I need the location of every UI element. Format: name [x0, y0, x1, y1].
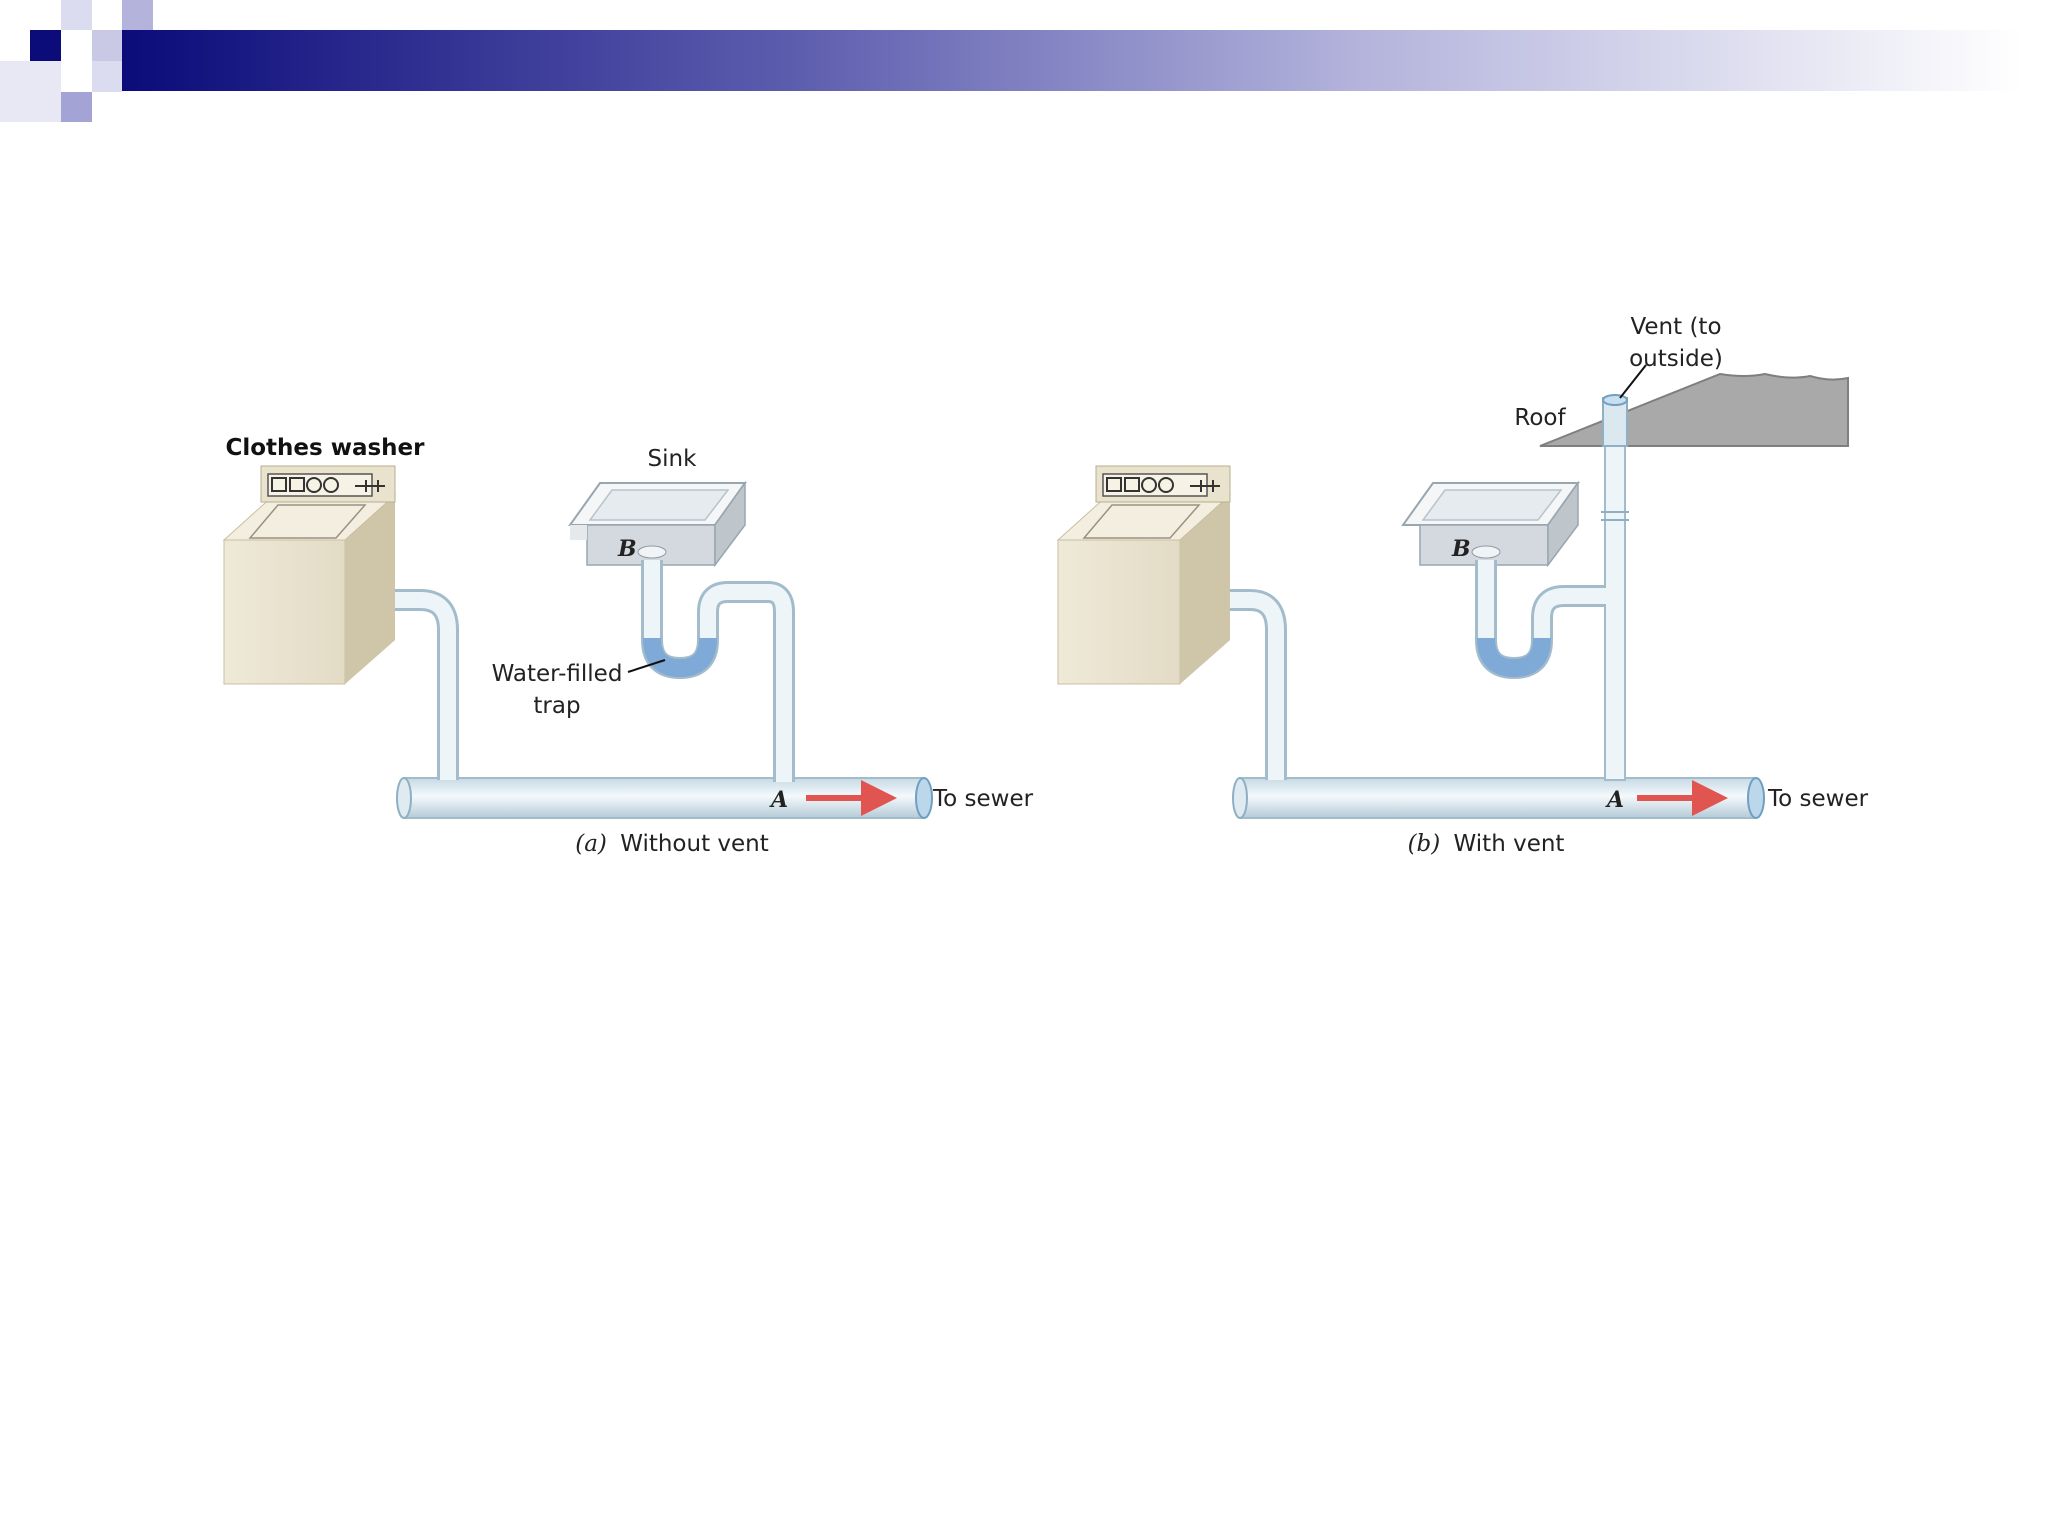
caption-a-letter: (a) — [575, 831, 607, 857]
clothes-washer-a — [222, 465, 397, 685]
water-in-trap-b — [1477, 637, 1551, 678]
panel-b: Vent (to outside) Roof B A To sewer (b) … — [1056, 314, 1869, 857]
vent-label-line2: outside) — [1629, 346, 1723, 372]
pipe-end-right-a — [915, 777, 933, 819]
trap-label-line1: Water-filled — [492, 661, 623, 687]
trap-leader-line — [627, 659, 666, 673]
sewer-label-b: To sewer — [1767, 786, 1869, 812]
pipe-end-left-a — [396, 777, 412, 819]
deco-square-light-1 — [61, 0, 92, 30]
pipe-end-right-b — [1747, 777, 1765, 819]
sink-b — [1401, 480, 1580, 568]
sewer-label-a: To sewer — [932, 786, 1034, 812]
water-in-trap-a — [643, 637, 717, 678]
deco-square-light-5 — [92, 61, 122, 92]
caption-a-text: Without vent — [620, 831, 769, 857]
deco-square-light-4 — [0, 61, 61, 122]
point-a-label-b: A — [1605, 787, 1624, 813]
roof-label: Roof — [1514, 405, 1566, 431]
pipe-end-left-b — [1232, 777, 1248, 819]
deco-square-light-2 — [122, 0, 153, 30]
header-gradient-bar — [122, 30, 2022, 91]
clothes-washer-b — [1056, 465, 1232, 685]
vent-label-line1: Vent (to — [1630, 314, 1721, 340]
caption-b: (b) With vent — [1408, 831, 1565, 857]
point-a-label-a: A — [769, 787, 788, 813]
caption-b-letter: (b) — [1408, 831, 1441, 857]
deco-square-light-3 — [92, 30, 122, 61]
washer-label: Clothes washer — [225, 435, 425, 461]
vent-leader-line — [1619, 364, 1647, 399]
panel-a: Clothes washer Sink Water-filled trap B … — [222, 435, 1034, 857]
caption-a: (a) Without vent — [575, 831, 769, 857]
deco-square-mid — [61, 92, 92, 122]
point-b-label-b: B — [1451, 536, 1471, 562]
sink-a — [568, 480, 747, 568]
deco-square-dark — [30, 30, 61, 61]
sink-label-a: Sink — [648, 446, 698, 472]
caption-b-text: With vent — [1454, 831, 1565, 857]
trap-label-line2: trap — [533, 693, 580, 719]
roof-b — [1539, 372, 1849, 447]
point-b-label-a: B — [617, 536, 637, 562]
